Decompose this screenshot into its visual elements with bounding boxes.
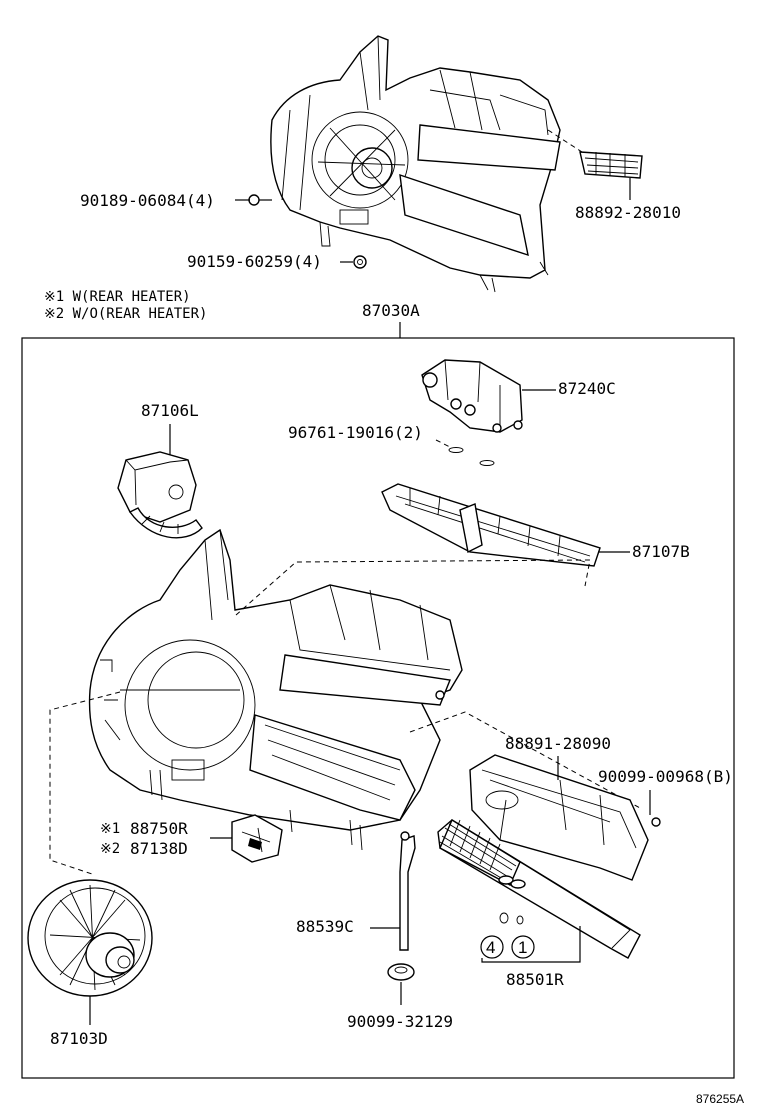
bracket-88501R xyxy=(481,926,581,963)
circle-mark-1: 1 xyxy=(511,935,535,959)
diagram-reference-number: 876255A xyxy=(696,1092,744,1106)
part-label-96761-19016: 96761-19016(2) xyxy=(288,423,423,442)
o-ring-illustration xyxy=(435,439,495,466)
servo-motor-illustration xyxy=(117,451,203,539)
part-label-88891-28090: 88891-28090 xyxy=(505,734,611,753)
drain-hose-illustration xyxy=(399,831,416,951)
assembly-bracket xyxy=(21,322,735,1079)
svg-text:4: 4 xyxy=(486,938,495,957)
dashed-guide-motor xyxy=(49,691,121,876)
expansion-valve-illustration xyxy=(421,359,523,433)
blower-motor-illustration xyxy=(27,879,153,997)
dashed-guide-evap xyxy=(235,559,591,616)
part-label-87138D: 87138D xyxy=(130,839,188,858)
top-heater-unit-illustration xyxy=(248,35,643,293)
part-label-88892-28010: 88892-28010 xyxy=(575,203,681,222)
part-label-88539C: 88539C xyxy=(296,917,354,936)
mark-w-rear-heater: ※1 xyxy=(100,821,120,837)
part-label-90189-06084: 90189-06084(4) xyxy=(80,191,215,210)
part-label-90159-60259: 90159-60259(4) xyxy=(187,252,322,271)
mark-wo-rear-heater: ※2 xyxy=(100,841,120,857)
circle-mark-4: 4 xyxy=(480,935,504,959)
o-ring-small-illustration xyxy=(499,912,524,925)
part-label-88750R: 88750R xyxy=(130,819,188,838)
note-without-rear-heater: ※2 W/O(REAR HEATER) xyxy=(44,306,207,322)
rear-evaporator-illustration xyxy=(437,818,641,959)
part-label-87103D: 87103D xyxy=(50,1029,108,1048)
top-leader-lines xyxy=(235,129,631,263)
part-label-90099-00968: 90099-00968(B) xyxy=(598,767,733,786)
svg-text:1: 1 xyxy=(518,938,527,957)
part-label-87030A: 87030A xyxy=(362,301,420,320)
main-blower-unit-illustration xyxy=(88,528,463,851)
dashed-guide-rear xyxy=(409,711,641,809)
rear-duct-illustration xyxy=(469,754,649,881)
grommet-90099-illustration xyxy=(387,963,415,981)
part-label-87106L: 87106L xyxy=(141,401,199,420)
part-label-88501R: 88501R xyxy=(506,970,564,989)
blower-resistor-illustration xyxy=(231,814,283,863)
evaporator-core-illustration xyxy=(381,483,601,567)
note-with-rear-heater: ※1 W(REAR HEATER) xyxy=(44,289,191,305)
part-label-87240C: 87240C xyxy=(558,379,616,398)
part-label-87107B: 87107B xyxy=(632,542,690,561)
part-label-90099-32129: 90099-32129 xyxy=(347,1012,453,1031)
screw-90099-illustration xyxy=(649,790,661,827)
